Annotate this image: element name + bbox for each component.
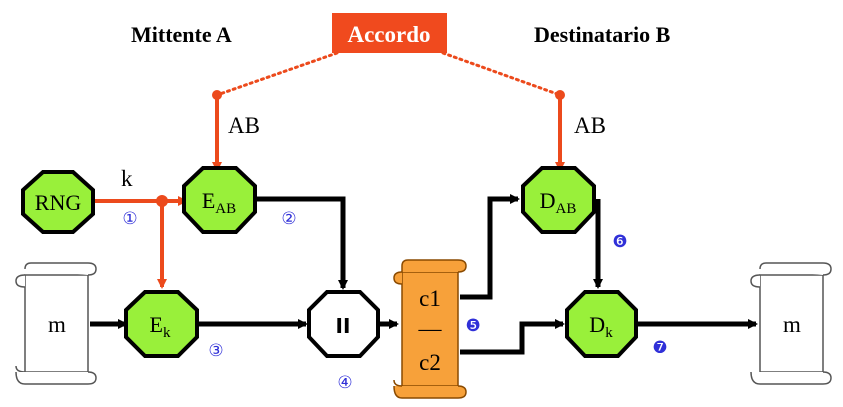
enc-k-label: Ek — [150, 312, 171, 341]
rng-label: RNG — [35, 190, 82, 215]
step-2: ② — [281, 209, 296, 229]
dec-k-label: Dk — [589, 312, 613, 341]
enc-k-node: Ek — [124, 290, 199, 358]
shared-key-right-label: AB — [574, 113, 606, 138]
plaintext-in-scroll: m — [15, 262, 97, 385]
concat-node: II — [307, 290, 380, 358]
agreement-box: Accordo — [332, 13, 447, 53]
agreement-link-left — [215, 51, 339, 97]
plaintext-out-label: m — [783, 312, 801, 337]
agreement-label: Accordo — [347, 22, 430, 47]
enc-ab-node: EAB — [182, 166, 257, 234]
concat-label: II — [336, 314, 351, 338]
dec-ab-label: DAB — [540, 188, 577, 217]
session-key-label: k — [121, 166, 133, 191]
receiver-title: Destinatario B — [534, 22, 671, 47]
flow-arrows — [90, 194, 758, 355]
dec-ab-node: DAB — [521, 166, 596, 234]
plaintext-out-scroll: m — [750, 262, 832, 385]
step-5: ❺ — [465, 316, 480, 336]
c2-to-dec-k — [460, 319, 565, 355]
agreement-links — [215, 51, 562, 97]
step-7: ❼ — [652, 338, 667, 358]
step-6: ❻ — [612, 232, 627, 252]
ciphertext-separator: — — [418, 316, 443, 341]
step-3: ③ — [208, 341, 223, 361]
session-key-arrows — [93, 196, 188, 289]
agreement-link-right — [441, 51, 562, 97]
rng-node: RNG — [21, 170, 95, 234]
plaintext-in-label: m — [48, 312, 66, 337]
step-1: ① — [122, 209, 137, 229]
ciphertext-scroll: c1 — c2 — [393, 259, 467, 399]
shared-key-left-label: AB — [228, 113, 260, 138]
k-branch-point — [156, 195, 168, 207]
enc-ab-to-concat — [250, 196, 348, 290]
dec-k-node: Dk — [565, 290, 638, 358]
ciphertext-c1: c1 — [419, 286, 441, 311]
sender-title: Mittente A — [131, 22, 232, 47]
step-4: ④ — [337, 373, 352, 393]
ciphertext-c2: c2 — [419, 350, 441, 375]
step-markers: ① ② ③ ④ ❺ ❻ ❼ — [122, 209, 667, 393]
key-arrows — [212, 95, 565, 172]
c1-to-dec-ab — [460, 194, 520, 300]
enc-ab-label: EAB — [202, 188, 236, 217]
